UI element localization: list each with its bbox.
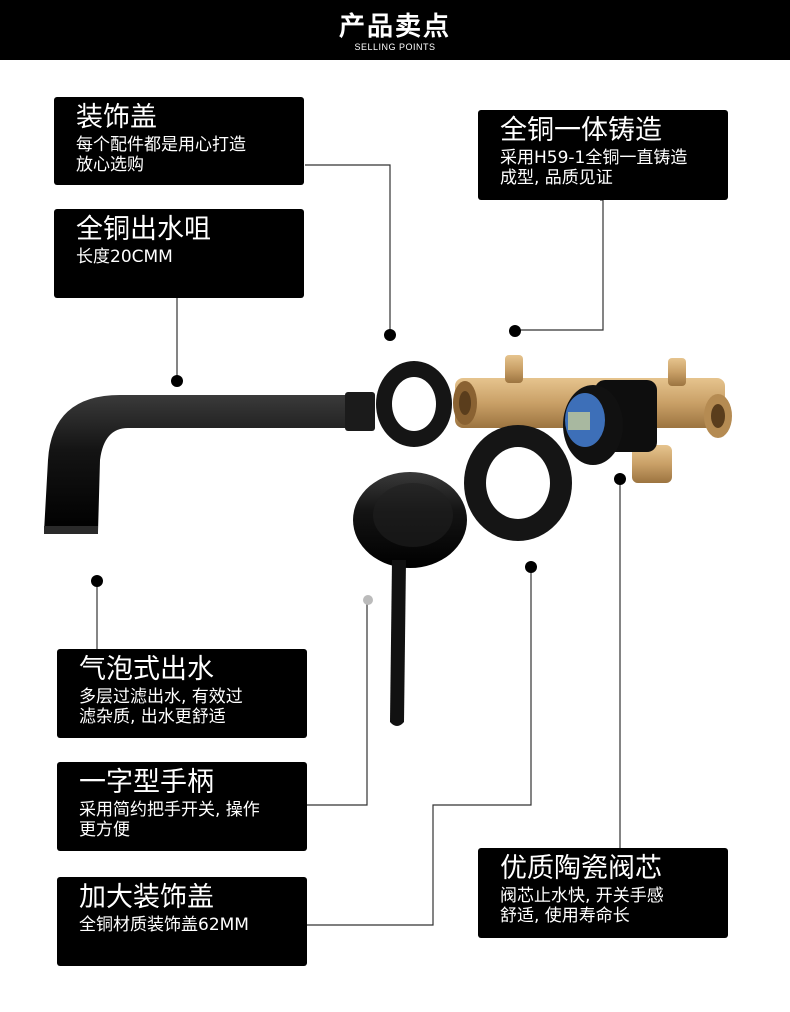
spout-image	[44, 392, 375, 534]
dot-aerator	[91, 575, 103, 587]
dot-cover	[384, 329, 396, 341]
dot-cartridge	[614, 473, 626, 485]
callout-handle-desc: 采用简约把手开关, 操作 更方便	[79, 800, 260, 840]
callout-spout: 全铜出水咀 长度20CMM	[54, 209, 304, 298]
callout-aerator-desc: 多层过滤出水, 有效过 滤杂质, 出水更舒适	[79, 687, 243, 727]
header-subtitle: SELLING POINTS	[354, 42, 436, 52]
dot-big-cover	[525, 561, 537, 573]
callout-cartridge: 优质陶瓷阀芯 阀芯止水快, 开关手感 舒适, 使用寿命长	[478, 848, 728, 938]
header-bar: 产品卖点 SELLING POINTS	[0, 0, 790, 60]
callout-handle: 一字型手柄 采用简约把手开关, 操作 更方便	[57, 762, 307, 851]
callout-aerator-title: 气泡式出水	[79, 654, 214, 685]
callout-brass-body-title: 全铜一体铸造	[500, 115, 662, 146]
callout-brass-body-desc: 采用H59-1全铜一直铸造 成型, 品质见证	[500, 148, 688, 188]
callout-aerator: 气泡式出水 多层过滤出水, 有效过 滤杂质, 出水更舒适	[57, 649, 307, 738]
callout-cover-desc: 每个配件都是用心打造 放心选购	[76, 135, 246, 175]
dot-brass-body	[509, 325, 521, 337]
small-cover-image	[376, 361, 452, 447]
big-cover-image	[464, 425, 572, 541]
header-title: 产品卖点	[338, 12, 451, 42]
leader-dots	[91, 325, 626, 587]
callout-brass-body: 全铜一体铸造 采用H59-1全铜一直铸造 成型, 品质见证	[478, 110, 728, 200]
callout-cover-title: 装饰盖	[76, 102, 157, 133]
callout-cartridge-title: 优质陶瓷阀芯	[500, 853, 662, 884]
callout-cartridge-desc: 阀芯止水快, 开关手感 舒适, 使用寿命长	[500, 886, 664, 926]
callout-big-cover: 加大装饰盖 全铜材质装饰盖62MM	[57, 877, 307, 966]
brass-body-image	[453, 355, 732, 483]
callout-spout-title: 全铜出水咀	[76, 214, 211, 245]
callout-big-cover-desc: 全铜材质装饰盖62MM	[79, 915, 249, 935]
dot-spout	[171, 375, 183, 387]
callout-big-cover-title: 加大装饰盖	[79, 882, 214, 913]
callout-cover: 装饰盖 每个配件都是用心打造 放心选购	[54, 97, 304, 185]
callout-handle-title: 一字型手柄	[79, 767, 214, 798]
handle-image	[353, 472, 467, 726]
callout-spout-desc: 长度20CMM	[76, 247, 173, 267]
dot-handle	[363, 595, 373, 605]
leader-lines	[96, 164, 621, 926]
